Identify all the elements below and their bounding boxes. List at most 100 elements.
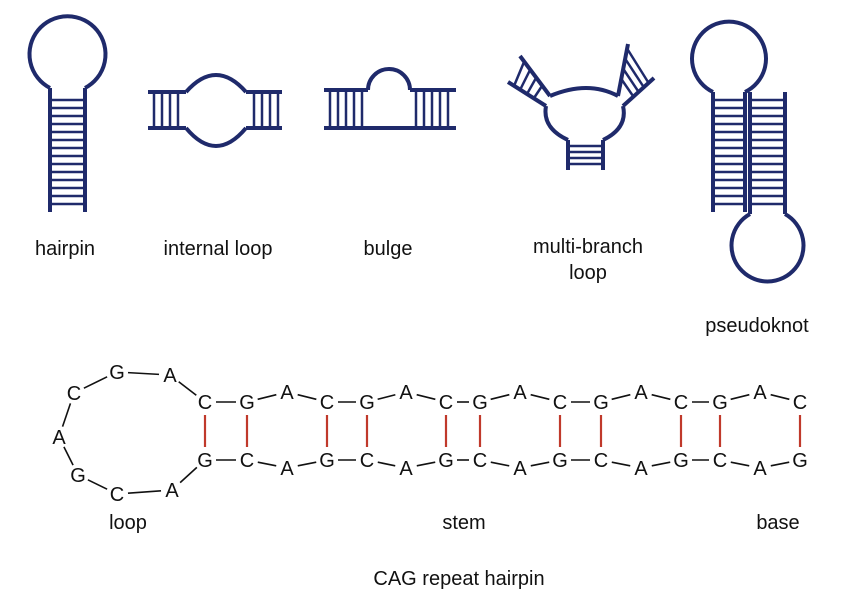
bottom-strand-nucleotide: A — [399, 458, 413, 480]
pseudoknot-upper-loop — [690, 19, 768, 94]
bottom-backbone-link — [770, 461, 790, 467]
branch-right-strand-upper — [616, 43, 630, 97]
top-backbone-link — [377, 393, 396, 401]
bottom-strand-nucleotide: G — [438, 450, 454, 472]
top-strand-nucleotide: G — [472, 392, 488, 414]
internal-loop-top-arc — [184, 73, 248, 94]
top-strand-nucleotide: A — [399, 382, 413, 404]
bottom-backbone-link — [416, 461, 436, 467]
top-backbone-link — [651, 393, 671, 401]
bottom-backbone-link — [730, 461, 750, 467]
top-strand-nucleotide: C — [793, 392, 807, 414]
bottom-strand-nucleotide: A — [753, 458, 767, 480]
multi-branch-rungs — [512, 49, 650, 166]
bulge-structure — [324, 67, 456, 130]
top-strand-nucleotide: A — [513, 382, 527, 404]
internal-loop-label: internal loop — [164, 238, 273, 260]
hairpin-label: hairpin — [35, 238, 95, 260]
top-strand-nucleotide: C — [674, 392, 688, 414]
cag-hairpin-title: CAG repeat hairpin — [373, 568, 544, 590]
loop-backbone-link — [63, 446, 74, 466]
top-backbone-link — [530, 393, 550, 401]
loop-nucleotide: A — [52, 427, 66, 449]
loop-backbone-link — [127, 489, 162, 495]
bottom-backbone-link — [257, 461, 277, 467]
loop-nucleotide: C — [67, 383, 81, 405]
branch-right-strand-lower — [621, 76, 656, 108]
top-backbone-link — [611, 393, 631, 401]
loop-backbone-link — [127, 371, 160, 376]
hairpin-structure — [27, 14, 108, 212]
bottom-strand-nucleotide: C — [240, 450, 254, 472]
top-strand-nucleotide: G — [239, 392, 255, 414]
top-strand-nucleotide: A — [634, 382, 648, 404]
bottom-backbone-link — [611, 461, 631, 467]
multi-branch-loop-label-line-2: loop — [569, 262, 607, 284]
top-strand-nucleotide: C — [198, 392, 212, 414]
bottom-backbone-link — [530, 461, 550, 467]
top-strand-nucleotide: G — [593, 392, 609, 414]
loop-nucleotide: A — [165, 480, 179, 502]
bottom-strand-nucleotide: G — [792, 450, 808, 472]
base-pair-bonds — [203, 415, 802, 447]
bottom-strand-nucleotide: A — [513, 458, 527, 480]
multi-branch-loop-structure — [506, 43, 656, 170]
cag-labels: loop stem base CAG repeat hairpin — [109, 512, 800, 590]
hairpin-rungs — [50, 98, 85, 206]
bottom-strand-nucleotide: C — [473, 450, 487, 472]
stem-region-label: stem — [442, 512, 485, 534]
top-backbone-link — [416, 393, 436, 401]
branch-left-strand-upper — [518, 54, 552, 98]
loop-region-label: loop — [109, 512, 147, 534]
pseudoknot-rungs — [713, 98, 785, 206]
hairpin-loop — [27, 14, 108, 90]
top-strand-nucleotide: G — [359, 392, 375, 414]
bottom-strand-nucleotide: A — [634, 458, 648, 480]
internal-loop-rungs — [152, 92, 280, 128]
bottom-strand-nucleotide: C — [713, 450, 727, 472]
bulge-label: bulge — [364, 238, 413, 260]
loop-backbone-link — [83, 376, 108, 389]
bottom-strand-nucleotide: C — [360, 450, 374, 472]
base-region-label: base — [756, 512, 799, 534]
bottom-strand-nucleotide: G — [552, 450, 568, 472]
internal-loop-bottom-arc — [184, 126, 248, 148]
top-strand-nucleotide: G — [712, 392, 728, 414]
top-backbone-link — [730, 393, 750, 401]
pseudoknot-label: pseudoknot — [705, 315, 809, 337]
loop-nucleotide: G — [70, 465, 86, 487]
top-strand-nucleotide: A — [753, 382, 767, 404]
multi-branch-loop-label-line-1: multi-branch — [533, 236, 643, 258]
top-backbone-link — [297, 393, 317, 401]
bottom-strand-nucleotide: G — [319, 450, 335, 472]
top-strand-nucleotide: C — [320, 392, 334, 414]
pseudoknot-lower-loop — [729, 212, 806, 284]
loop-backbone-link — [87, 479, 108, 490]
bottom-strand-nucleotide: G — [673, 450, 689, 472]
bottom-strand-nucleotide: A — [280, 458, 294, 480]
top-strand-nucleotide: C — [553, 392, 567, 414]
loop-nucleotide: A — [163, 365, 177, 387]
bottom-strand-nucleotide: G — [197, 450, 213, 472]
loop-backbone-link — [179, 466, 198, 484]
pseudoknot-structure — [690, 19, 806, 284]
bottom-backbone-link — [490, 461, 510, 467]
loop-nucleotide: G — [109, 362, 125, 384]
backbone-links — [61, 371, 790, 495]
top-backbone-link — [770, 393, 790, 401]
bottom-backbone-link — [297, 461, 317, 467]
structure-labels: hairpin internal loop bulge multi-branch… — [35, 236, 809, 337]
multi-branch-central-loop — [543, 86, 626, 142]
loop-backbone-link — [178, 381, 197, 396]
bottom-backbone-link — [377, 461, 396, 467]
top-backbone-link — [257, 393, 277, 401]
bulge-arc — [366, 67, 412, 91]
internal-loop-structure — [148, 73, 282, 148]
loop-backbone-link — [61, 403, 72, 427]
loop-nucleotide: C — [110, 484, 124, 506]
top-strand-nucleotide: A — [280, 382, 294, 404]
bulge-rungs — [328, 90, 450, 128]
